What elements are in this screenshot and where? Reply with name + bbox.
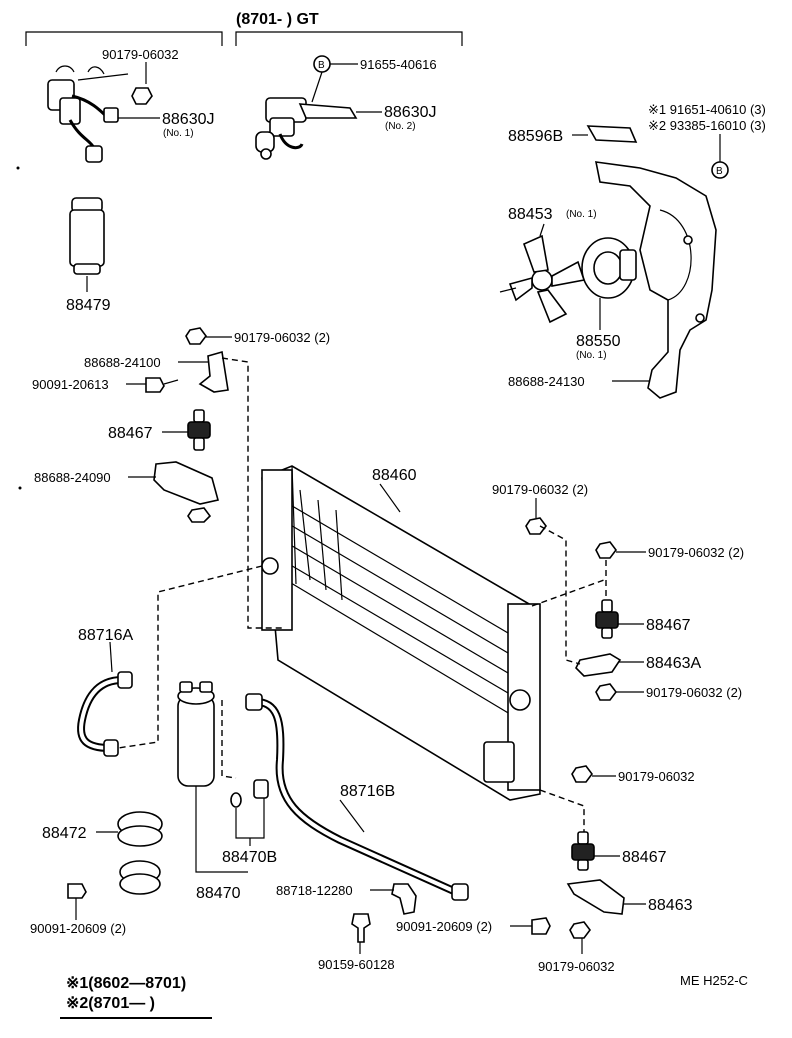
label-91651-40610: ※1 91651-40610 (3)	[648, 102, 766, 117]
nut-right-lower	[571, 765, 593, 783]
fan-shroud-drawing	[594, 161, 717, 399]
condenser-drawing	[261, 465, 541, 801]
label-88688-24100: 88688-24100	[84, 355, 161, 370]
label-88596b: 88596B	[508, 128, 563, 145]
label-90179-06032-a: 90179-06032	[102, 47, 179, 62]
bracket-88688-24100-drawing	[198, 350, 229, 393]
label-88550: 88550	[576, 333, 621, 350]
label-88630j-no2: 88630J	[384, 104, 437, 121]
screw-90159-60128	[351, 913, 371, 943]
label-88688-24090: 88688-24090	[34, 470, 111, 485]
label-88472: 88472	[42, 825, 87, 842]
nut-right-mid	[595, 683, 617, 701]
label-88467-b: 88467	[646, 617, 691, 634]
pipe-88716b-drawing	[245, 693, 469, 901]
label-88716b: 88716B	[340, 783, 395, 800]
circle-b-label-1: B	[318, 60, 325, 71]
fan-blade-drawing	[499, 234, 586, 324]
label-90179-06032-b: 90179-06032	[618, 769, 695, 784]
label-88630j-no2-sub: (No. 2)	[385, 121, 416, 132]
label-88688-24130: 88688-24130	[508, 374, 585, 389]
label-88718-12280: 88718-12280	[276, 883, 353, 898]
label-88460: 88460	[372, 467, 417, 484]
bracket-88463a-drawing	[575, 653, 622, 677]
fan-motor-drawing	[581, 237, 637, 299]
bracket-88688-24090-drawing	[153, 461, 219, 505]
nut-right-upper-1	[525, 517, 547, 535]
switch-no2-drawing	[255, 97, 358, 160]
bracket-88472-drawing	[117, 811, 163, 895]
seal-88596b-drawing	[586, 125, 638, 143]
label-90179-06032-2-c: 90179-06032 (2)	[648, 545, 744, 560]
label-88716a: 88716A	[78, 627, 133, 644]
hose-88716a-drawing	[77, 671, 133, 757]
label-88550-sub: (No. 1)	[576, 350, 607, 361]
variant-header: (8701- ) GT	[236, 11, 319, 28]
label-90091-20609-2-b: 90091-20609 (2)	[396, 919, 492, 934]
nut-right-upper-2	[595, 541, 617, 559]
label-93385-16010: ※2 93385-16010 (3)	[648, 118, 766, 133]
label-90159-60128: 90159-60128	[318, 957, 395, 972]
mount-88467-left	[187, 409, 211, 451]
label-88463a: 88463A	[646, 655, 701, 672]
label-88630j-no1: 88630J	[162, 111, 215, 128]
legend-line-2: ※2(8701— )	[66, 995, 155, 1012]
label-88463: 88463	[648, 897, 693, 914]
label-90091-20613: 90091-20613	[32, 377, 109, 392]
mount-88467-right-lower	[571, 831, 595, 871]
label-88453-sub: (No. 1)	[566, 209, 597, 220]
label-88479: 88479	[66, 297, 111, 314]
o-ring-88470b	[230, 792, 242, 808]
label-90179-06032-2-a: 90179-06032 (2)	[234, 330, 330, 345]
nut-bottom-right	[569, 921, 591, 939]
label-90179-06032-2-d: 90179-06032 (2)	[646, 685, 742, 700]
label-88630j-no1-sub: (No. 1)	[163, 128, 194, 139]
switch-no1-drawing	[47, 65, 153, 163]
boot-drawing	[69, 197, 105, 275]
label-88470b: 88470B	[222, 849, 277, 866]
label-88467-c: 88467	[622, 849, 667, 866]
label-90179-06032-c: 90179-06032	[538, 959, 615, 974]
label-90179-06032-2-b: 90179-06032 (2)	[492, 482, 588, 497]
mount-88467-right-upper	[595, 599, 619, 639]
dashed-guide-lines	[117, 357, 607, 832]
label-88453: 88453	[508, 206, 553, 223]
label-91655-40616: 91655-40616	[360, 57, 437, 72]
legend-line-1: ※1(8602—8701)	[66, 975, 186, 992]
label-88467-a: 88467	[108, 425, 153, 442]
receiver-dryer-drawing	[177, 681, 215, 787]
bolt-90091-20609-left	[67, 883, 87, 899]
header-brackets: (8701- ) GT	[25, 11, 463, 46]
bolt-90091-20609-right	[531, 917, 551, 935]
bracket-88463-drawing	[566, 879, 625, 915]
circle-b-label-2: B	[716, 166, 723, 177]
nut-upper-left	[185, 327, 207, 345]
label-88470: 88470	[196, 885, 241, 902]
bolt-90091-20613	[145, 377, 165, 393]
fitting-88718-12280	[391, 883, 417, 915]
label-90091-20609-2-a: 90091-20609 (2)	[30, 921, 126, 936]
diagram-code: ME H252-C	[680, 973, 748, 988]
